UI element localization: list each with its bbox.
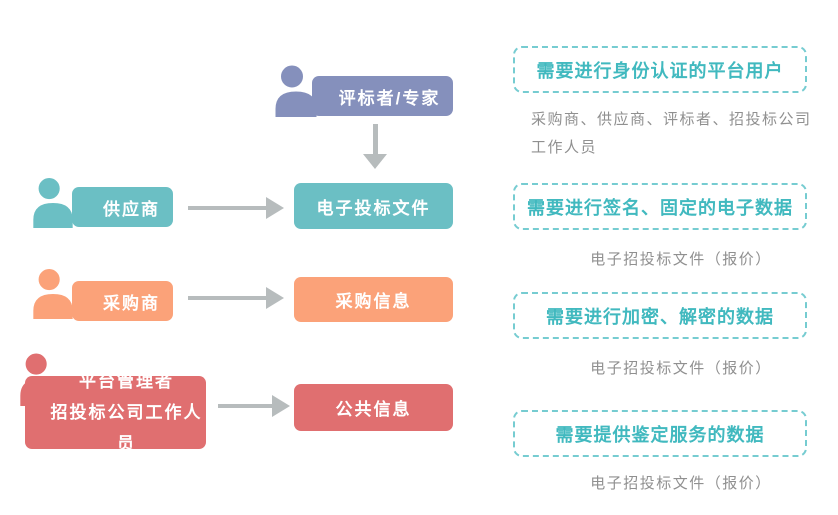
supplier-label: 供应商 bbox=[72, 187, 173, 227]
arrow-head bbox=[266, 197, 284, 219]
arrow-head bbox=[363, 154, 387, 169]
annotation-box-signature: 需要进行签名、固定的电子数据 bbox=[513, 183, 807, 230]
purchaser-person-icon bbox=[29, 266, 77, 319]
evaluator-label-text: 评标者/专家 bbox=[338, 88, 441, 108]
evaluator-person-icon bbox=[271, 63, 321, 117]
arrow-shaft bbox=[372, 124, 378, 154]
admin-arrow bbox=[218, 395, 290, 417]
admin-target-box: 公共信息 bbox=[294, 384, 453, 431]
evaluator-label: 评标者/专家 bbox=[312, 76, 453, 116]
annotation-title: 需要进行加密、解密的数据 bbox=[546, 306, 774, 327]
annotation-desc-identity: 采购商、供应商、评标者、招投标公司 工作人员 bbox=[531, 111, 812, 156]
purchaser-target-text: 采购信息 bbox=[335, 292, 412, 311]
supplier-label-text: 供应商 bbox=[103, 199, 160, 219]
annotation-desc-signature: 电子招投标文件（报价） bbox=[590, 251, 772, 268]
annotation-desc-authentication: 电子招投标文件（报价） bbox=[590, 475, 772, 492]
purchaser-label: 采购商 bbox=[72, 281, 173, 321]
annotation-desc-encryption: 电子招投标文件（报价） bbox=[590, 360, 772, 377]
down-arrow bbox=[362, 124, 388, 169]
purchaser-target-box: 采购信息 bbox=[294, 277, 453, 322]
supplier-person-icon bbox=[29, 175, 77, 228]
purchaser-label-text: 采购商 bbox=[103, 293, 160, 313]
admin-label: 平台管理者 招投标公司工作人员 bbox=[25, 372, 206, 453]
annotation-title: 需要进行签名、固定的电子数据 bbox=[527, 197, 793, 218]
annotation-title: 需要提供鉴定服务的数据 bbox=[555, 424, 765, 445]
purchaser-arrow bbox=[188, 287, 284, 309]
arrow-shaft bbox=[188, 206, 266, 210]
arrow-head bbox=[272, 395, 290, 417]
admin-target-text: 公共信息 bbox=[335, 400, 412, 419]
annotation-box-authentication: 需要提供鉴定服务的数据 bbox=[513, 410, 807, 457]
admin-label-line1: 平台管理者 bbox=[79, 372, 174, 391]
supplier-arrow bbox=[188, 197, 284, 219]
supplier-target-box: 电子投标文件 bbox=[294, 183, 453, 229]
admin-label-line2: 招投标公司工作人员 bbox=[50, 403, 203, 453]
arrow-shaft bbox=[218, 404, 272, 408]
supplier-target-text: 电子投标文件 bbox=[316, 198, 431, 218]
annotation-title: 需要进行身份认证的平台用户 bbox=[536, 60, 784, 81]
arrow-shaft bbox=[188, 296, 266, 300]
arrow-head bbox=[266, 287, 284, 309]
annotation-box-encryption: 需要进行加密、解密的数据 bbox=[513, 292, 807, 339]
annotation-box-identity: 需要进行身份认证的平台用户 bbox=[513, 46, 807, 93]
